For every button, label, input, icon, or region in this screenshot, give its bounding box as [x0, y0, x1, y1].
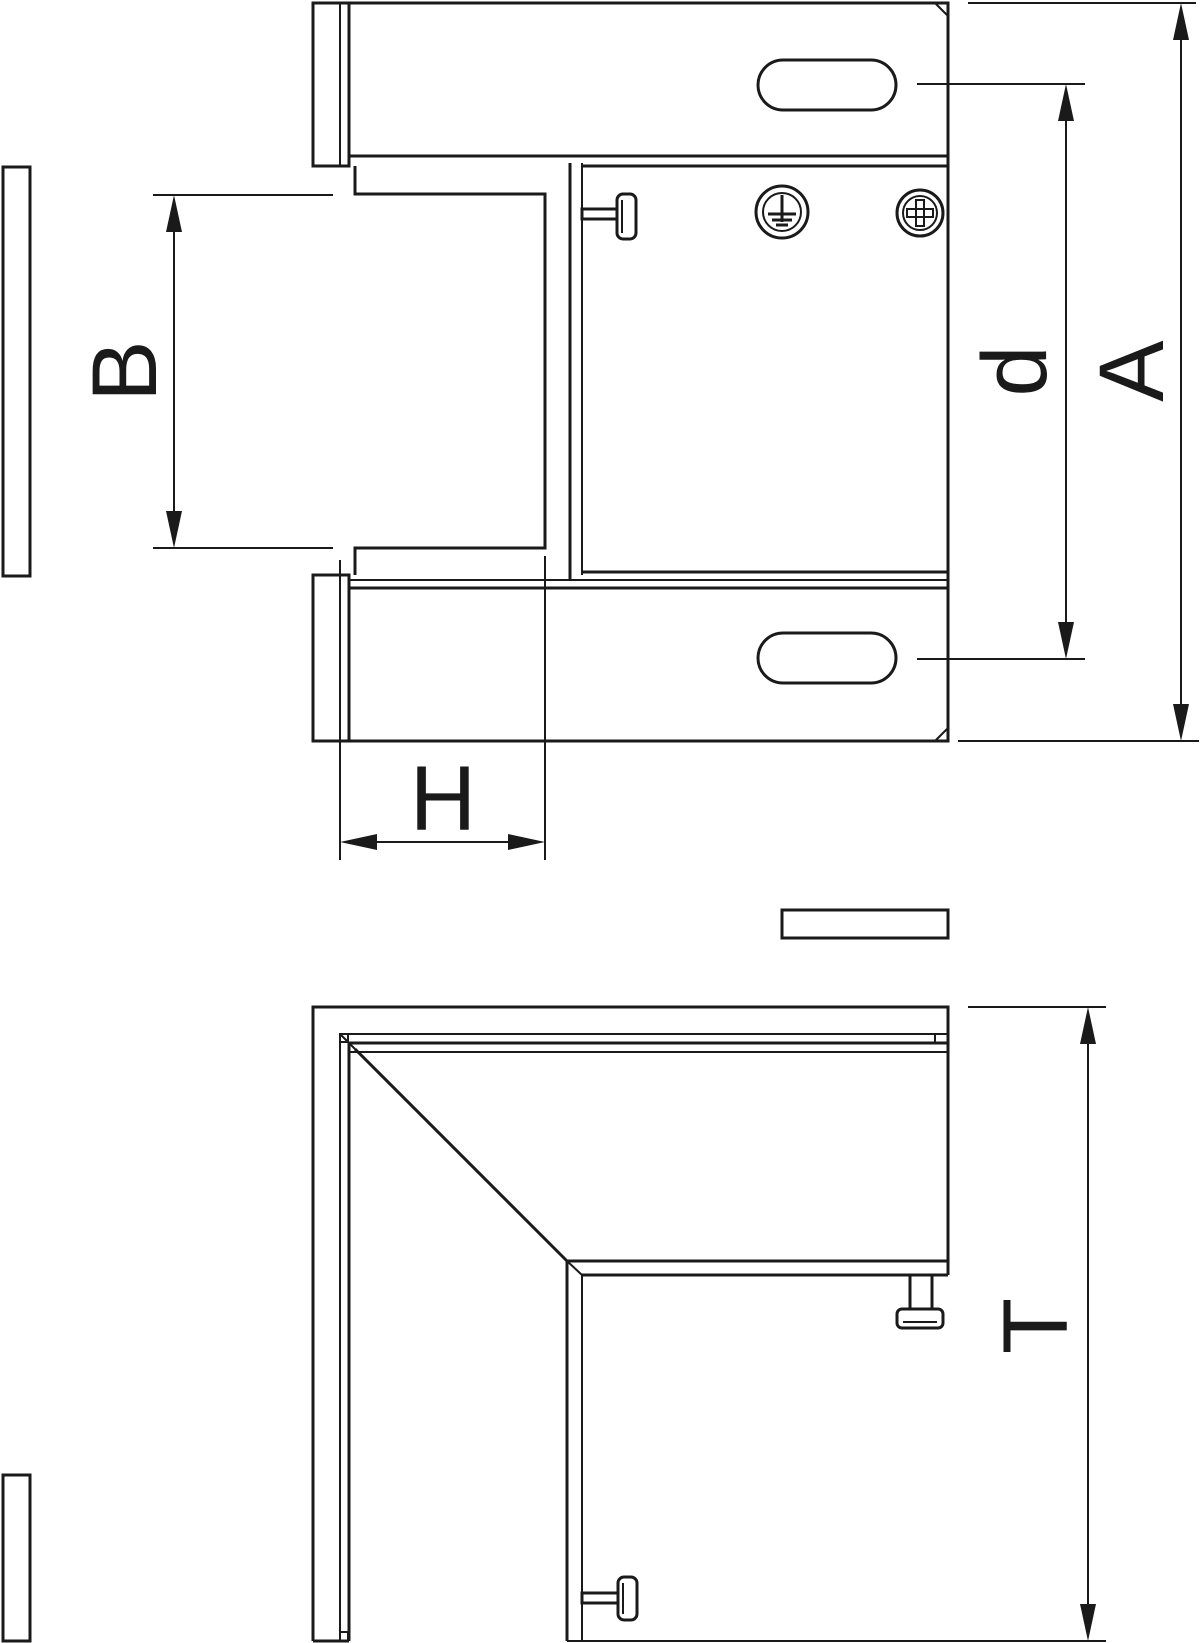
lower-flange: [311, 573, 950, 743]
label-b: B: [74, 340, 176, 401]
label-h: H: [410, 748, 476, 850]
label-a: A: [1081, 340, 1183, 402]
side-profile-upper: [1, 165, 32, 578]
earth-terminal-icon: [754, 184, 810, 240]
thumb-screw-icon: [580, 192, 638, 241]
top-view: [311, 1, 950, 743]
bottom-view: [311, 1005, 950, 1643]
thumb-screw-icon: [580, 1575, 639, 1622]
lower-slot: [756, 631, 898, 685]
label-d: d: [964, 345, 1066, 396]
side-profile-lower: [1, 1473, 32, 1643]
dimension-b: B: [74, 194, 333, 549]
thumb-screw-icon: [895, 1273, 945, 1330]
upper-flange: [311, 1, 950, 168]
phillips-screw-icon: [895, 188, 945, 238]
dimension-t: T: [598, 1006, 1106, 1642]
upper-slot: [756, 58, 898, 112]
dimension-d: d: [917, 83, 1085, 660]
top-profile-bar: [780, 908, 950, 940]
label-t: T: [985, 1298, 1087, 1354]
channel-body: [353, 156, 950, 588]
dimension-a: A: [958, 2, 1199, 742]
dimension-h: H: [339, 556, 546, 860]
